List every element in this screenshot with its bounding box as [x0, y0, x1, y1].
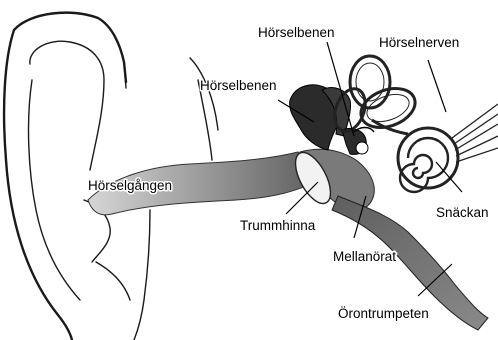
label-snackan: Snäckan — [436, 205, 489, 220]
label-horselnerven: Hörselnerven — [379, 35, 459, 50]
label-horselbenen-left: Hörselbenen — [200, 78, 277, 93]
label-orontrumpeten: Örontrumpeten — [338, 306, 429, 321]
label-mellanorat: Mellanörat — [333, 249, 396, 264]
label-horselgangen: Hörselgången — [88, 178, 172, 193]
label-horselbenen-top: Hörselbenen — [258, 25, 335, 40]
cochlea — [398, 128, 458, 192]
label-trummhinna: Trummhinna — [240, 218, 316, 233]
leader-horselnerven — [428, 60, 446, 112]
